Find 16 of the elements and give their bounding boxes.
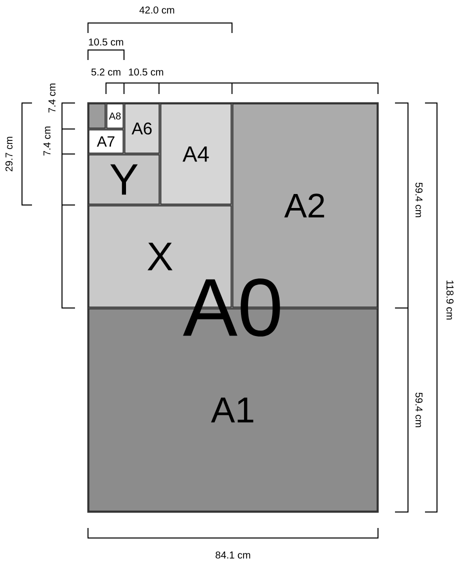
dimension-label: 5.2 cm xyxy=(91,68,120,76)
dimension-label: 59.4 cm xyxy=(415,182,423,218)
paper-box: A7 xyxy=(88,129,124,154)
paper-box: Y xyxy=(88,154,160,205)
paper-box xyxy=(88,103,106,129)
dimension-label: 10.5 cm xyxy=(88,38,124,46)
dimension-label: 7.4 cm xyxy=(48,84,56,112)
dimension-label: 42.0 cm xyxy=(139,6,174,14)
dimension-label: 59.4 cm xyxy=(415,392,423,428)
paper-box: A6 xyxy=(124,103,160,154)
dimension-label: 84.1 cm xyxy=(216,551,250,559)
dimension-label: 10.5 cm xyxy=(128,68,164,76)
dimension-label: 118.9 cm xyxy=(446,280,454,320)
paper-box: A8 xyxy=(106,103,124,129)
dimension-label: 29.7 cm xyxy=(5,136,13,172)
dimension-label: 7.4 cm xyxy=(44,126,50,156)
